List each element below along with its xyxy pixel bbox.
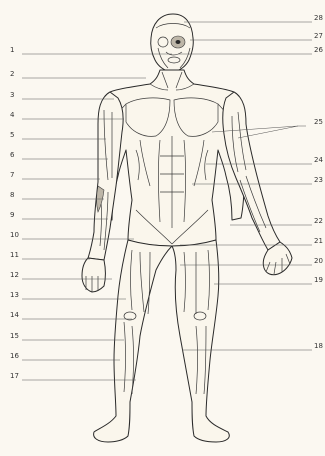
callout-label-21: 21 [314, 237, 323, 245]
callout-label-1: 1 [10, 46, 14, 54]
callout-label-16: 16 [10, 352, 19, 360]
left-callout-labels: 1234567891011121314151617 [10, 46, 19, 380]
callout-label-20: 20 [314, 257, 323, 265]
head [151, 14, 194, 72]
callout-label-12: 12 [10, 271, 19, 279]
callout-label-22: 22 [314, 217, 323, 225]
callout-label-10: 10 [10, 231, 19, 239]
callout-label-23: 23 [314, 176, 323, 184]
callout-label-28: 28 [314, 14, 323, 22]
callout-label-9: 9 [10, 211, 14, 219]
right-leg [172, 240, 229, 442]
callout-label-18: 18 [314, 342, 323, 350]
callout-label-11: 11 [10, 251, 19, 259]
callout-label-26: 26 [314, 46, 323, 54]
callout-label-2: 2 [10, 70, 14, 78]
trunk [98, 70, 245, 246]
callout-label-6: 6 [10, 151, 15, 159]
callout-label-19: 19 [314, 276, 323, 284]
callout-label-27: 27 [314, 32, 323, 40]
callout-label-5: 5 [10, 131, 14, 139]
callout-label-8: 8 [10, 191, 14, 199]
right-callout-labels: 28 27 26 25 24 23 22 21 20 19 18 [314, 14, 323, 350]
callout-label-13: 13 [10, 291, 19, 299]
callout-label-7: 7 [10, 171, 14, 179]
callout-label-24: 24 [314, 156, 323, 164]
callout-label-25: 25 [314, 118, 323, 126]
callout-label-3: 3 [10, 91, 14, 99]
callout-label-15: 15 [10, 332, 19, 340]
left-arm [82, 92, 123, 292]
callout-label-17: 17 [10, 372, 19, 380]
eye [176, 40, 181, 44]
callout-label-4: 4 [10, 111, 15, 119]
callout-label-14: 14 [10, 311, 19, 319]
